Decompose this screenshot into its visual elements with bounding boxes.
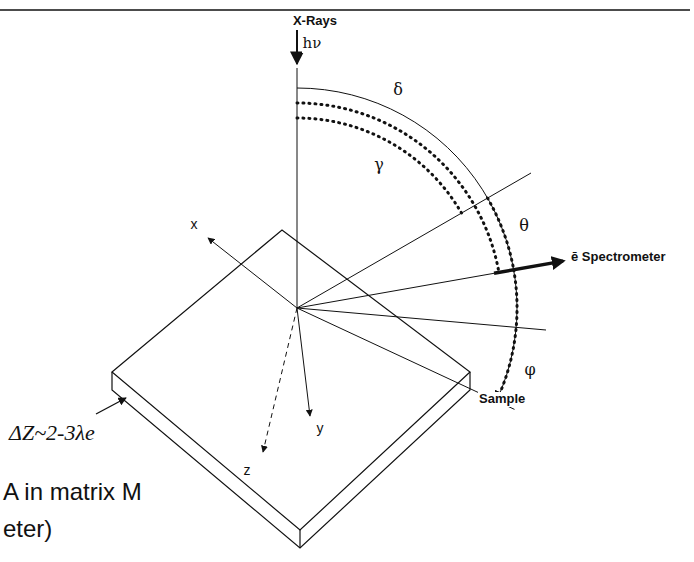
beam-label: X-Rays (292, 14, 338, 29)
x-axis (208, 238, 297, 308)
theta-arc (488, 198, 514, 270)
normal-line (297, 173, 531, 308)
angle-label: δ (392, 81, 404, 99)
axis-label: x (190, 216, 199, 232)
gamma-arc (297, 118, 462, 213)
angle-arc (297, 88, 517, 401)
phi-arc (496, 270, 517, 401)
z-axis (263, 308, 297, 452)
delta-arc (297, 103, 499, 272)
xray-arrow (296, 30, 298, 64)
sample-edge (112, 372, 470, 548)
sample-edge (299, 530, 300, 548)
caption-fragment: A in matrix M (2, 478, 143, 506)
depth-note: ΔZ~2-3λe (8, 420, 96, 445)
sample-surface (112, 230, 470, 530)
part-label: Sample (478, 392, 526, 407)
photon-energy: hν (302, 35, 323, 52)
y-axis (297, 308, 310, 416)
angle-label: θ (518, 217, 530, 235)
caption-fragment: eter) (2, 515, 53, 543)
spectrometer-arrow (494, 261, 563, 273)
reference-line (297, 308, 546, 330)
spectrometer-label: ē Spectrometer (570, 250, 667, 265)
top-rule (0, 9, 690, 11)
axis-label: z (243, 462, 252, 478)
emission-line (297, 273, 494, 308)
angle-label: γ (373, 156, 385, 174)
angle-label: φ (523, 361, 536, 379)
axis-label: y (316, 420, 325, 436)
depth-pointer (96, 398, 126, 414)
